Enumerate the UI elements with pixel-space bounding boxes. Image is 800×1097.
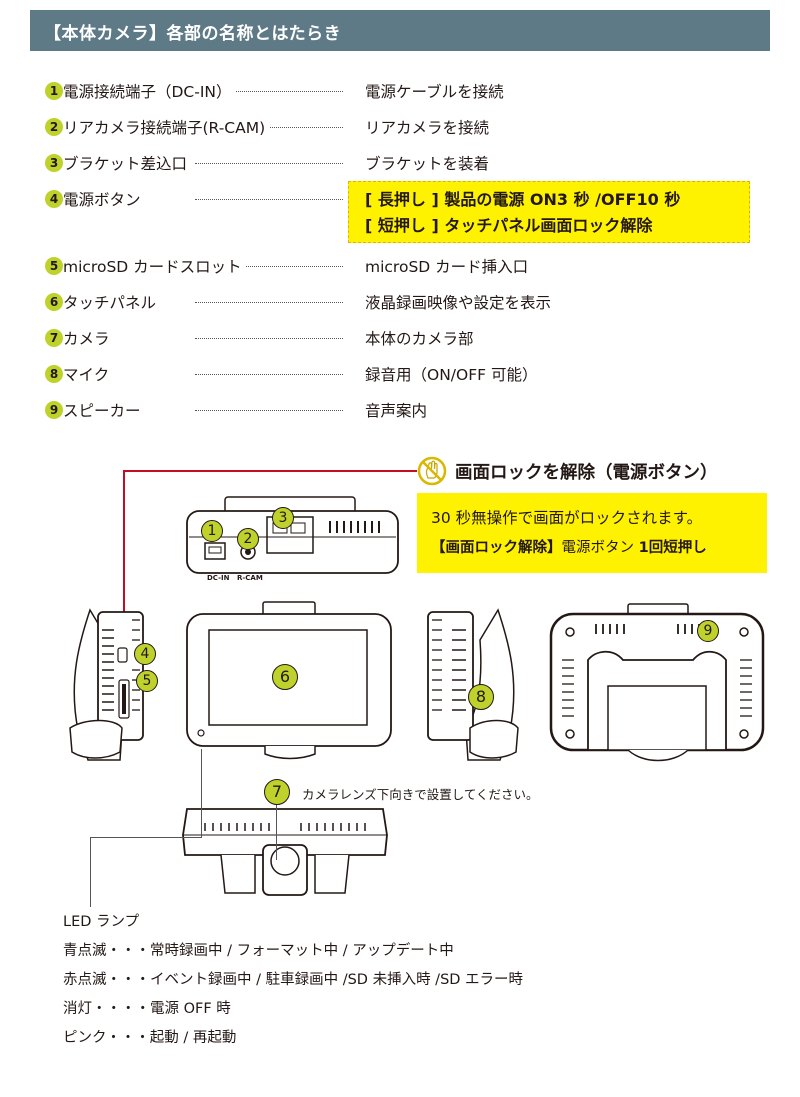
r-cam-label: R-CAM [237,574,263,582]
callout-7: 7 [264,779,290,805]
leader-dots [195,374,343,375]
list-item: 6 タッチパネル 液晶録画映像や設定を表示 [45,289,775,325]
callout-5: 5 [136,670,158,692]
list-item: 4 電源ボタン [45,186,775,253]
number-badge: 2 [45,118,63,136]
lock-leader-line-vertical [123,470,125,645]
list-item: 1 電源接続端子（DC-IN） 電源ケーブルを接続 [45,78,775,114]
camera-top-view: DC-IN R-CAM [186,496,399,582]
callout-8: 8 [468,684,494,710]
lock-release-mid: 電源ボタン [561,540,635,556]
part-description: microSD カード挿入口 [365,258,529,276]
part-description: 音声案内 [365,402,428,420]
list-item: 2 リアカメラ接続端子(R-CAM) リアカメラを接続 [45,114,775,150]
number-badge: 4 [45,190,63,208]
leader-dots [195,410,343,411]
camera-bottom-view [182,808,388,896]
led-line-off: 消灯・・・・電源 OFF 時 [63,1001,231,1017]
number-badge: 5 [45,257,63,275]
callout-2: 2 [237,528,259,550]
part-description: 録音用（ON/OFF 可能） [365,366,538,384]
dc-in-label: DC-IN [207,574,230,582]
lens-orientation-note: カメラレンズ下向きで設置してください。 [302,787,539,802]
number-badge: 9 [45,401,63,419]
part-name: タッチパネル [63,291,161,313]
part-name: ブラケット差込口 [63,152,192,174]
camera-right-side-view [427,608,519,761]
lock-release-text: 【画面ロック解除】電源ボタン 1回短押し [431,533,767,563]
leader-dots [195,199,343,200]
led-legend: LED ランプ 青点滅・・・常時録画中 / フォーマット中 / アップデート中 … [63,908,523,1053]
led-leader-horizontal [90,837,202,838]
lock-title: 画面ロックを解除（電源ボタン） [455,463,718,483]
lens-leader [276,805,277,860]
part-name: microSD カードスロット [63,255,246,277]
leader-dots [195,163,343,164]
part-name: スピーカー [63,399,145,421]
short-press-text: [ 短押し ] タッチパネル画面ロック解除 [365,216,653,235]
number-badge: 3 [45,154,63,172]
part-name: リアカメラ接続端子(R-CAM) [63,116,270,138]
part-description: リアカメラを接続 [365,119,490,137]
part-description: 本体のカメラ部 [365,330,474,348]
lock-leader-line-horizontal [123,470,417,472]
led-title: LED ランプ [63,914,140,930]
number-badge: 1 [45,82,63,100]
part-name: 電源接続端子（DC-IN） [63,80,236,102]
list-item: 8 マイク 録音用（ON/OFF 可能） [45,361,775,397]
part-name: 電源ボタン [63,188,145,210]
callout-6: 6 [272,664,298,690]
no-touch-icon [417,456,447,486]
leader-dots [195,91,343,92]
parts-list: 1 電源接続端子（DC-IN） 電源ケーブルを接続 2 リアカメラ接続端子(R-… [45,78,775,433]
camera-left-side-view [69,608,144,761]
leader-dots [195,338,343,339]
callout-3: 3 [272,507,294,529]
number-badge: 8 [45,365,63,383]
list-item: 3 ブラケット差込口 ブラケットを装着 [45,150,775,186]
led-line-red: 赤点滅・・・イベント録画中 / 駐車録画中 /SD 未挿入時 /SD エラー時 [63,972,524,988]
callout-9: 9 [697,620,719,642]
part-name: カメラ [63,327,114,349]
part-name: マイク [63,363,114,385]
led-line-pink: ピンク・・・起動 / 再起動 [63,1030,237,1046]
callout-4: 4 [134,643,156,665]
list-item: 9 スピーカー 音声案内 [45,397,775,433]
callout-1: 1 [201,520,223,542]
lock-release-prefix: 【画面ロック解除】 [431,540,562,556]
leader-dots [195,266,343,267]
power-button-description: [ 長押し ] 製品の電源 ON3 秒 /OFF10 秒 [ 短押し ] タッチ… [348,181,750,243]
camera-back-view [549,603,765,762]
list-item: 7 カメラ 本体のカメラ部 [45,325,775,361]
part-description: ブラケットを装着 [365,155,490,173]
led-leader-vertical [201,749,202,837]
led-line-blue: 青点滅・・・常時録画中 / フォーマット中 / アップデート中 [63,943,454,959]
lock-description: 30 秒無操作で画面がロックされます。 [431,509,703,527]
part-description: 電源ケーブルを接続 [365,83,504,101]
lock-release-bold: 1回短押し [638,540,707,556]
long-press-text: [ 長押し ] 製品の電源 ON3 秒 /OFF10 秒 [365,190,681,209]
page-title: 【本体カメラ】各部の名称とはたらき [44,24,342,44]
number-badge: 7 [45,329,63,347]
number-badge: 6 [45,293,63,311]
section-header: 【本体カメラ】各部の名称とはたらき [30,10,770,51]
part-description: 液晶録画映像や設定を表示 [365,294,552,312]
lock-info-box: 30 秒無操作で画面がロックされます。 【画面ロック解除】電源ボタン 1回短押し [417,493,767,573]
led-leader-down [90,837,91,907]
list-item: 5 microSD カードスロット microSD カード挿入口 [45,253,775,289]
leader-dots [195,302,343,303]
